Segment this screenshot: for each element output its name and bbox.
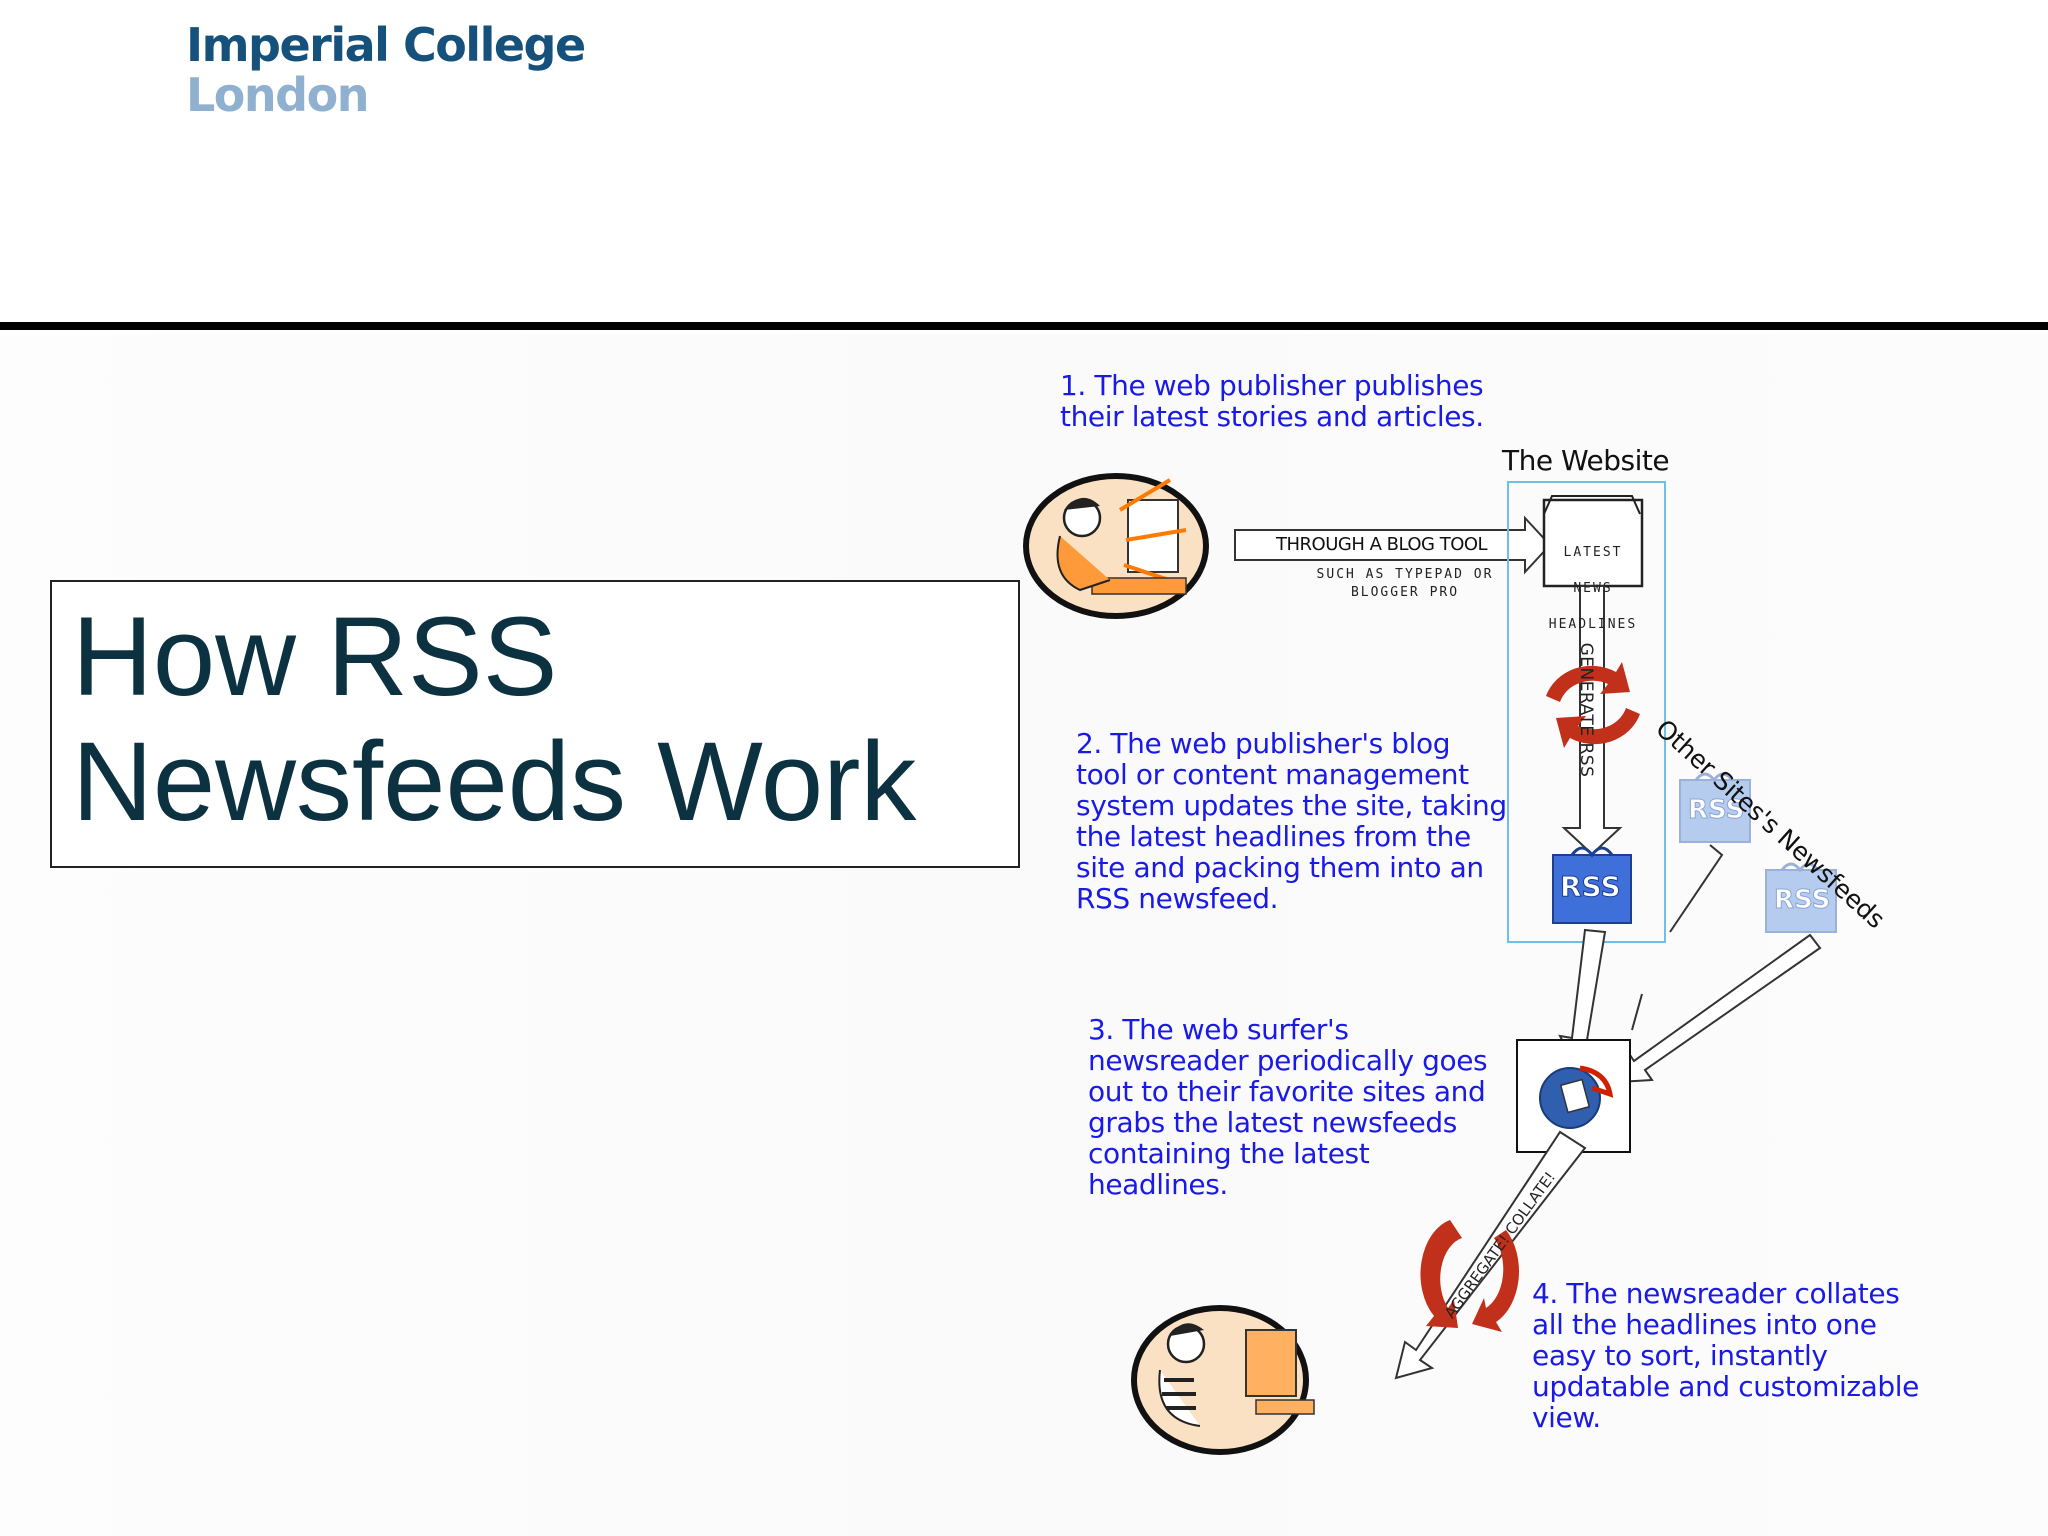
rss-badge-main: RSS (1560, 870, 1622, 904)
logo-line-2: London (186, 68, 369, 122)
refresh-cycle-icon (1546, 662, 1640, 748)
slide-title: How RSS Newsfeeds Work (72, 594, 917, 844)
generate-rss-label: GENERATE RSS (1576, 642, 1596, 778)
step-4-text: 4. The newsreader collates all the headl… (1532, 1277, 1919, 1434)
newsreader-icon (1516, 1039, 1631, 1153)
step-3-text: 3. The web surfer's newsreader periodica… (1088, 1013, 1488, 1201)
rss-diagram: 1. The web publisher publishes their lat… (1020, 340, 2048, 1536)
publisher-illustration (1023, 473, 1209, 619)
title-box: How RSS Newsfeeds Work (50, 580, 1020, 868)
generate-rss-arrow (1561, 585, 1623, 856)
headline-line-1: LATEST (1563, 545, 1623, 560)
latest-news-headlines-label: LATEST NEWS HEADLINES (1544, 526, 1642, 652)
rss-package-icon (1552, 846, 1632, 924)
blog-tool-arrow (1234, 515, 1552, 575)
diagram-graphics (1023, 473, 1837, 1455)
logo-line-1: Imperial College (186, 18, 586, 72)
latest-news-headlines-doc (1542, 495, 1644, 588)
website-label: The Website (1502, 444, 1670, 477)
imperial-college-logo: Imperial College London (186, 18, 586, 122)
blog-tool-examples: SUCH AS TYPEPAD OR BLOGGER PRO (1316, 567, 1494, 600)
rss-badge-other-2: RSS (1773, 885, 1831, 916)
other-site-rss-icon-1 (1679, 772, 1751, 843)
rss-badge-other-1: RSS (1687, 795, 1745, 826)
slide-background (0, 334, 2048, 1536)
web-surfer-illustration (1131, 1305, 1315, 1455)
step-2-text: 2. The web publisher's blog tool or cont… (1076, 727, 1507, 915)
aggregate-cycle-icon (1420, 1220, 1519, 1332)
headline-line-3: HEADLINES (1548, 617, 1638, 632)
step-1-text: 1. The web publisher publishes their lat… (1060, 369, 1484, 433)
other-site-rss-icon-2 (1765, 862, 1837, 933)
blog-tool-arrow-label: THROUGH A BLOG TOOL (1276, 534, 1488, 555)
header-divider (0, 322, 2048, 330)
headline-line-2: NEWS (1573, 581, 1613, 596)
